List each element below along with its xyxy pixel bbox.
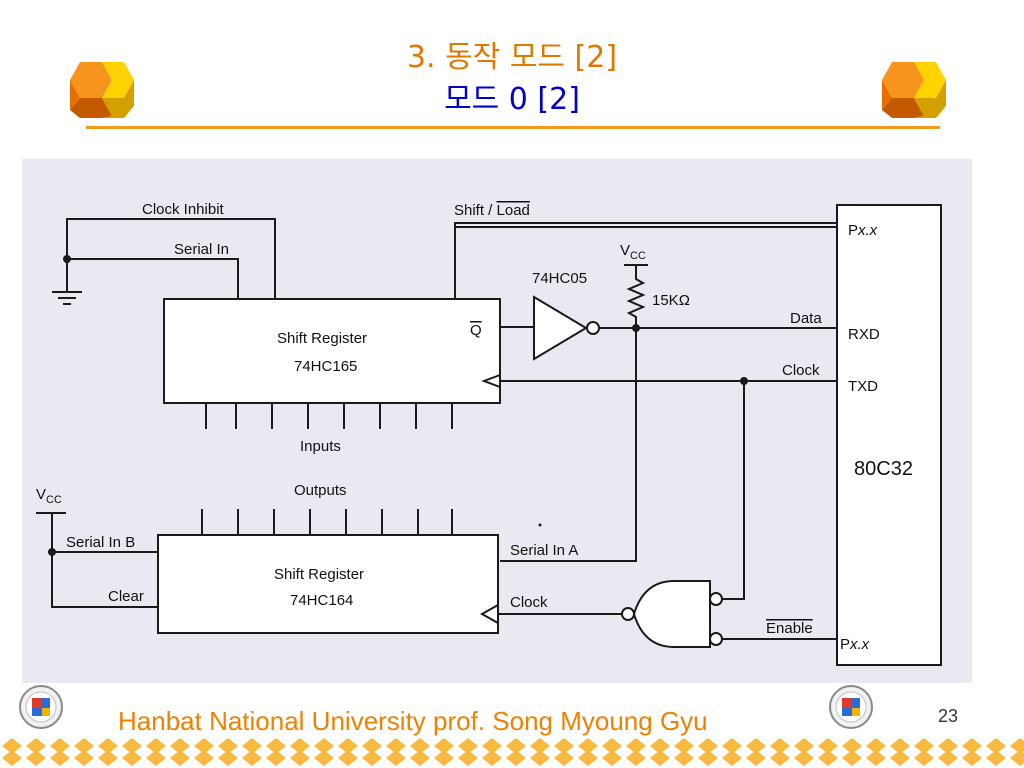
circuit-schematic: Clock Inhibit Serial In Shift / Load Shi…: [36, 201, 942, 666]
inverter-74hc05: [533, 295, 588, 361]
stray-dot: [538, 523, 542, 527]
footer-credit: Hanbat National University prof. Song My…: [118, 706, 708, 736]
q-bar-label: Q: [470, 322, 482, 339]
slide-subtitle: 모드 0 [2]: [444, 82, 580, 117]
circuit-diagram: Clock Inhibit Serial In Shift / Load Shi…: [22, 159, 972, 683]
input-pins: [205, 403, 453, 429]
diamond-border: [0, 736, 1024, 768]
clear-wire: [51, 513, 158, 608]
serial-in-label: Serial In: [174, 241, 229, 258]
clear-label: Clear: [108, 588, 144, 605]
port-pin-bottom-label: Px.x: [840, 636, 870, 653]
port-pin-top-label: Px.x: [848, 222, 878, 239]
shift-register-74hc165: [163, 298, 501, 404]
shift-register-74hc164-title: Shift Register: [274, 566, 364, 583]
shift-register-74hc165-title: Shift Register: [277, 330, 367, 347]
slide-title: 3. 동작 모드 [2]: [406, 40, 618, 75]
rxd-label: RXD: [848, 326, 880, 343]
resistor-label: 15KΩ: [652, 292, 690, 309]
nand-bubble: [621, 607, 635, 621]
university-logo-icon: [19, 685, 63, 729]
outputs-label: Outputs: [294, 482, 347, 499]
nand-input-bubble: [709, 632, 723, 646]
shift-register-74hc164-part: 74HC164: [290, 592, 353, 609]
inputs-label: Inputs: [300, 438, 341, 455]
data-label: Data: [790, 310, 822, 327]
serial-in-a-wire: [500, 328, 637, 562]
clock-input-triangle: [479, 604, 499, 624]
mcu-80c32: [836, 204, 942, 666]
clock-inhibit-label: Clock Inhibit: [142, 201, 225, 218]
shift-register-74hc165-part: 74HC165: [294, 358, 357, 375]
vcc-top-label: VCC: [620, 242, 646, 262]
vcc-left-label: VCC: [36, 486, 62, 506]
nand-input-bubble: [709, 592, 723, 606]
resistor-15k: [626, 265, 646, 328]
hexagon-cube-icon: [882, 62, 946, 118]
clock2-label: Clock: [510, 594, 548, 611]
hexagon-cube-icon: [70, 62, 134, 118]
serial-in-wire: [67, 258, 239, 299]
inverter-bubble: [586, 321, 600, 335]
inverter-label: 74HC05: [532, 270, 587, 287]
junction-dot: [63, 255, 71, 263]
title-divider: [86, 126, 940, 129]
serial-in-b-label: Serial In B: [66, 534, 135, 551]
university-logo-icon: [829, 685, 873, 729]
junction-dot: [48, 548, 56, 556]
shift-load-wire: [454, 222, 838, 299]
nand-gate: [632, 580, 711, 648]
nand-clock-wire: [722, 381, 745, 600]
enable-label: Enable: [766, 620, 813, 637]
shift-load-label: Shift / Load: [454, 202, 530, 219]
mcu-label: 80C32: [854, 458, 913, 480]
shift-register-74hc164: [157, 534, 499, 634]
txd-label: TXD: [848, 378, 878, 395]
clock-input-triangle: [481, 374, 501, 388]
clock-label: Clock: [782, 362, 820, 379]
page-number: 23: [938, 706, 959, 726]
output-pins: [201, 509, 453, 535]
serial-in-a-label: Serial In A: [510, 542, 578, 559]
